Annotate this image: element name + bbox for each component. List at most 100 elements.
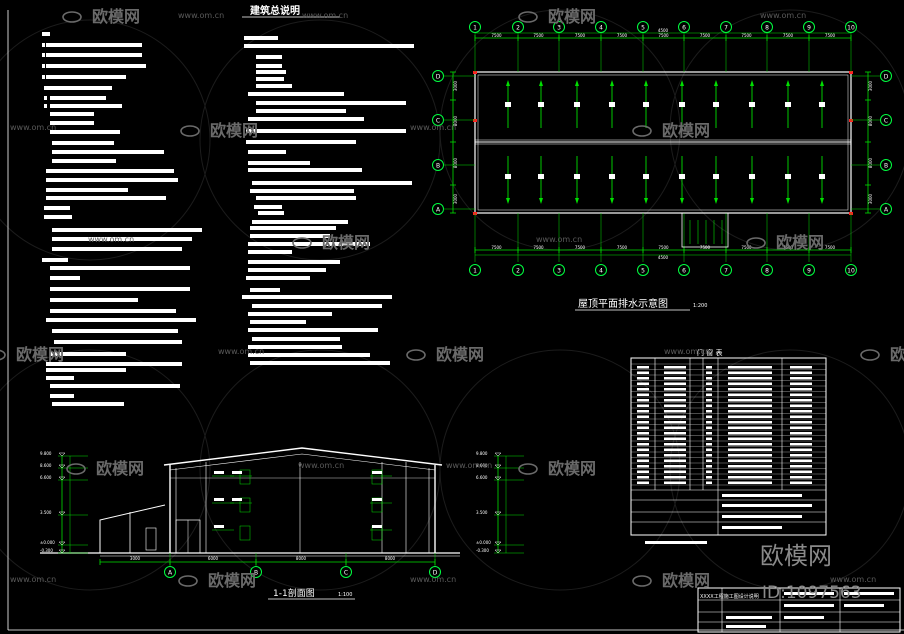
- dw-cell-a-14: [637, 443, 649, 446]
- note-line-left-7: [50, 104, 122, 108]
- watermark-url-11: www.om.cn: [10, 575, 56, 584]
- roof-drainage-arrows: [505, 80, 825, 204]
- note-line-right-20: [258, 211, 284, 215]
- dw-cell-b-2: [664, 377, 686, 380]
- note-line-right-32: [248, 312, 332, 316]
- door-window-table: 门 窗 表: [630, 348, 827, 544]
- section-elevation-left-4: ±0.000: [40, 540, 55, 545]
- watermark-logo-icon: [632, 575, 652, 587]
- dw-cell-c-19: [706, 470, 712, 473]
- section-scale: 1:100: [338, 592, 352, 598]
- axis-bubble-bottom-6: [678, 264, 690, 276]
- section-level-text-2: [214, 525, 224, 528]
- note-line-right-9: [256, 109, 346, 113]
- dw-cell-a-13: [637, 437, 649, 440]
- section-drawing: 9.8008.6006.6003.500±0.000-0.3009.8008.6…: [40, 447, 524, 578]
- note-bullet-6: [44, 104, 47, 108]
- dw-cell-d-10: [728, 421, 772, 424]
- roof-arrowhead-lower-4: [644, 198, 648, 204]
- note-line-right-38: [250, 361, 390, 365]
- note-line-left-12: [52, 150, 164, 154]
- axis-label-right-B: B: [884, 163, 888, 170]
- axis-label-top-6: 6: [682, 25, 686, 32]
- note-line-left-36: [50, 384, 180, 388]
- section-elev-triangle-right-3: [494, 511, 502, 516]
- roof-slope-label-lower-1: [538, 174, 544, 179]
- axis-label-top-2: 2: [516, 25, 520, 32]
- note-line-right-1: [244, 44, 414, 48]
- note-line-left-38: [52, 402, 124, 406]
- general-notes: 建筑总说明: [42, 4, 414, 406]
- roof-bay-dim-top-3: 7500: [617, 33, 628, 38]
- section-elevation-left-3: 3.500: [40, 510, 52, 515]
- section-elev-triangle-left-0: [58, 452, 66, 457]
- axis-label-bottom-7: 7: [724, 268, 728, 275]
- title-block-text-3: [844, 604, 884, 607]
- axis-bubble-bottom-1: [469, 264, 481, 276]
- note-line-left-26: [50, 287, 190, 291]
- note-line-right-33: [250, 320, 306, 324]
- dw-cell-c-4: [706, 388, 712, 391]
- section-elev-triangle-left-4: [58, 541, 66, 546]
- roof-arrowhead-lower-1: [539, 198, 543, 204]
- roof-bay-dim-top-6: 7500: [741, 33, 752, 38]
- roof-arrowhead-upper-4: [644, 80, 648, 86]
- roof-overall-dim-top: 4500: [658, 28, 669, 33]
- roof-slope-label-lower-4: [643, 174, 649, 179]
- dw-cell-a-0: [637, 366, 649, 369]
- section-elev-triangle-left-5: [58, 549, 66, 554]
- dw-cell-d-21: [728, 481, 772, 484]
- dw-cell-e-0: [790, 366, 812, 369]
- axis-label-bottom-5: 5: [641, 268, 645, 275]
- section-level-text-3: [372, 471, 382, 474]
- dw-cell-a-21: [637, 481, 649, 484]
- roof-span-dim-right-2: 8000: [868, 157, 873, 168]
- roof-arrowhead-upper-7: [750, 80, 754, 86]
- dw-cell-b-15: [664, 448, 686, 451]
- door-window-table-title: 门 窗 表: [697, 348, 722, 357]
- axis-label-right-D: D: [884, 74, 889, 81]
- dw-cell-b-19: [664, 470, 686, 473]
- section-elevation-left-2: 6.600: [40, 475, 52, 480]
- roof-bay-dim-top-0: 7500: [491, 33, 502, 38]
- watermark-brand-6: 欧模网: [16, 345, 64, 364]
- section-axis-label-C: C: [344, 570, 348, 577]
- roof-slope-label-upper-1: [538, 102, 544, 107]
- dw-cell-b-13: [664, 437, 686, 440]
- dw-cell-c-2: [706, 377, 712, 380]
- axis-label-bottom-1: 1: [473, 268, 477, 275]
- dw-cell-a-20: [637, 476, 649, 479]
- note-line-right-26: [248, 260, 340, 264]
- note-line-left-6: [50, 96, 106, 100]
- watermark-brand-9: 欧模网: [96, 459, 144, 478]
- roof-bay-dim-bottom-8: 7500: [825, 245, 836, 250]
- dw-cell-b-20: [664, 476, 686, 479]
- roof-slope-label-lower-8: [785, 174, 791, 179]
- axis-label-left-C: C: [436, 118, 440, 125]
- roof-bay-dim-bottom-2: 7500: [575, 245, 586, 250]
- note-line-left-5: [46, 86, 112, 90]
- roof-slope-label-upper-0: [505, 102, 511, 107]
- roof-arrowhead-upper-8: [786, 80, 790, 86]
- note-line-left-30: [52, 329, 178, 333]
- section-axis-bubble-C: [340, 566, 352, 578]
- note-line-right-25: [248, 250, 292, 254]
- axis-bubble-top-7: [720, 21, 732, 33]
- watermark-logo-icon: [62, 11, 82, 23]
- watermarks: 欧模网欧模网欧模网欧模网欧模网欧模网欧模网欧模网欧模网欧模网欧模网欧模网欧模网w…: [0, 7, 904, 590]
- title-block-text-6: [726, 625, 766, 628]
- dw-cell-e-6: [790, 399, 812, 402]
- dw-cell-a-10: [637, 421, 649, 424]
- dw-cell-c-8: [706, 410, 712, 413]
- section-level-text-1: [214, 498, 224, 501]
- note-line-left-19: [44, 215, 72, 219]
- roof-arrowhead-lower-3: [610, 198, 614, 204]
- note-line-right-6: [256, 84, 292, 88]
- section-elevation-left-5: -0.300: [40, 548, 53, 553]
- roof-slope-label-lower-5: [679, 174, 685, 179]
- dw-cell-c-21: [706, 481, 712, 484]
- dw-cell-b-16: [664, 454, 686, 457]
- section-bay-dim-0: 3000: [130, 556, 141, 561]
- dw-cell-c-15: [706, 448, 712, 451]
- dw-cell-e-9: [790, 415, 812, 418]
